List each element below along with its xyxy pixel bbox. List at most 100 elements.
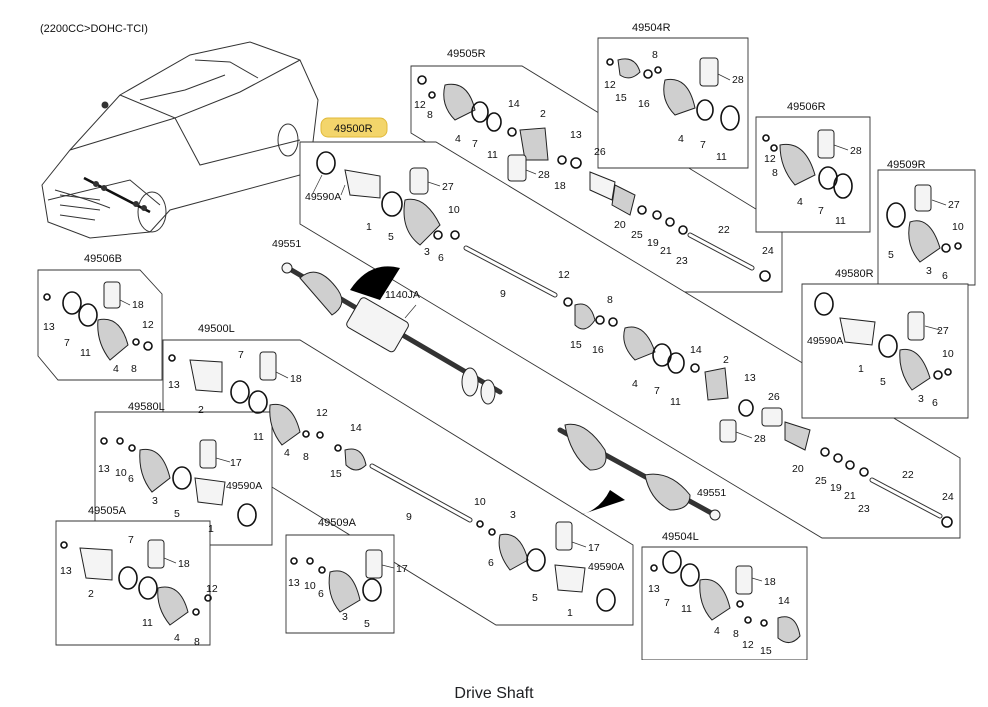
callout-11: 11	[487, 149, 498, 161]
callout-7: 7	[128, 534, 134, 546]
group-49580L	[94, 411, 273, 546]
callout-12: 12	[764, 153, 776, 165]
callouts: 49590A 1 5 27 3 6 10 9 12 8 15 16 4 7 11…	[43, 49, 964, 657]
callout-18: 18	[178, 558, 190, 570]
callout-20: 20	[792, 463, 804, 475]
callout-8: 8	[733, 628, 739, 640]
callout-6: 6	[128, 473, 134, 485]
main-shaft-left	[557, 423, 721, 521]
highlight-badge	[320, 117, 388, 138]
callout-28: 28	[538, 169, 550, 181]
callout-13: 13	[288, 577, 300, 589]
callout-3: 3	[510, 509, 516, 521]
main-shaft-right	[281, 262, 503, 405]
callout-3: 3	[926, 265, 932, 277]
assembly-label-49504L: 49504L	[662, 531, 699, 543]
callout-10: 10	[474, 496, 486, 508]
callout-24: 24	[762, 245, 774, 257]
callout-5: 5	[880, 376, 886, 388]
assembly-label-49509R: 49509R	[887, 159, 926, 171]
callout-4: 4	[678, 133, 684, 145]
callout-12: 12	[316, 407, 328, 419]
leader-lines	[119, 73, 947, 582]
callout-22: 22	[718, 224, 730, 236]
callout-49590A: 49590A	[807, 335, 843, 347]
callout-1: 1	[567, 607, 573, 619]
callout-10: 10	[942, 348, 954, 360]
callout-2: 2	[723, 354, 729, 366]
callout-6: 6	[942, 270, 948, 282]
assembly-label-49500L: 49500L	[198, 323, 235, 335]
diagram-caption: Drive Shaft	[454, 685, 534, 702]
assembly-label-49580L: 49580L	[128, 401, 165, 413]
callout-7: 7	[654, 385, 660, 397]
callout-21: 21	[660, 245, 672, 257]
engine-label: (2200CC>DOHC-TCI)	[40, 23, 148, 35]
callout-11: 11	[716, 151, 727, 163]
callout-15: 15	[760, 645, 772, 657]
callout-22: 22	[902, 469, 914, 481]
callout-17: 17	[588, 542, 600, 554]
callout-14: 14	[778, 595, 790, 607]
assembly-label-49506B: 49506B	[84, 253, 122, 265]
callout-13: 13	[744, 372, 756, 384]
callout-9: 9	[500, 288, 506, 300]
assembly-label-49505A: 49505A	[88, 505, 127, 517]
callout-7: 7	[238, 349, 244, 361]
callout-25: 25	[631, 229, 643, 241]
callout-23: 23	[676, 255, 688, 267]
drive-shaft-diagram: (2200CC>DOHC-TCI) 49505R 49504R 49506R 4…	[37, 22, 976, 660]
callout-2: 2	[540, 108, 546, 120]
callout-15: 15	[330, 468, 342, 480]
callout-8: 8	[427, 109, 433, 121]
callout-23: 23	[858, 503, 870, 515]
callout-16: 16	[638, 98, 650, 110]
callout-2: 2	[198, 404, 204, 416]
callout-13: 13	[570, 129, 582, 141]
callout-5: 5	[888, 249, 894, 261]
callout-11: 11	[80, 347, 91, 359]
callout-13: 13	[60, 565, 72, 577]
callout-15: 15	[570, 339, 582, 351]
callout-4: 4	[455, 133, 461, 145]
callout-13: 13	[648, 583, 660, 595]
callout-12: 12	[742, 639, 754, 651]
callout-3: 3	[152, 495, 158, 507]
callout-3: 3	[342, 611, 348, 623]
callout-8: 8	[131, 363, 137, 375]
callout-49551-left: 49551	[697, 487, 726, 499]
callout-12: 12	[604, 79, 616, 91]
callout-20: 20	[614, 219, 626, 231]
callout-1140JA: 1140JA	[385, 289, 420, 301]
callout-11: 11	[681, 603, 692, 615]
callout-14: 14	[350, 422, 362, 434]
callout-4: 4	[113, 363, 119, 375]
callout-27: 27	[937, 325, 949, 337]
callout-9: 9	[406, 511, 412, 523]
callout-5: 5	[364, 618, 370, 630]
callout-49551-right: 49551	[272, 238, 301, 250]
callout-28: 28	[850, 145, 862, 157]
callout-7: 7	[64, 337, 70, 349]
callout-8: 8	[607, 294, 613, 306]
callout-11: 11	[142, 617, 153, 629]
callout-49590A: 49590A	[588, 561, 624, 573]
assembly-label-49505R: 49505R	[447, 48, 486, 60]
callout-7: 7	[664, 597, 670, 609]
callout-2: 2	[88, 588, 94, 600]
callout-27: 27	[948, 199, 960, 211]
callout-4: 4	[714, 625, 720, 637]
callout-10: 10	[115, 467, 127, 479]
callout-15: 15	[615, 92, 627, 104]
callout-7: 7	[818, 205, 824, 217]
callout-1: 1	[366, 221, 372, 233]
callout-14: 14	[508, 98, 520, 110]
callout-19: 19	[647, 237, 659, 249]
callout-5: 5	[532, 592, 538, 604]
callout-26: 26	[594, 146, 606, 158]
callout-8: 8	[652, 49, 658, 61]
callout-4: 4	[174, 632, 180, 644]
callout-12: 12	[414, 99, 426, 111]
callout-1: 1	[208, 523, 214, 535]
component-shapes	[43, 57, 962, 643]
